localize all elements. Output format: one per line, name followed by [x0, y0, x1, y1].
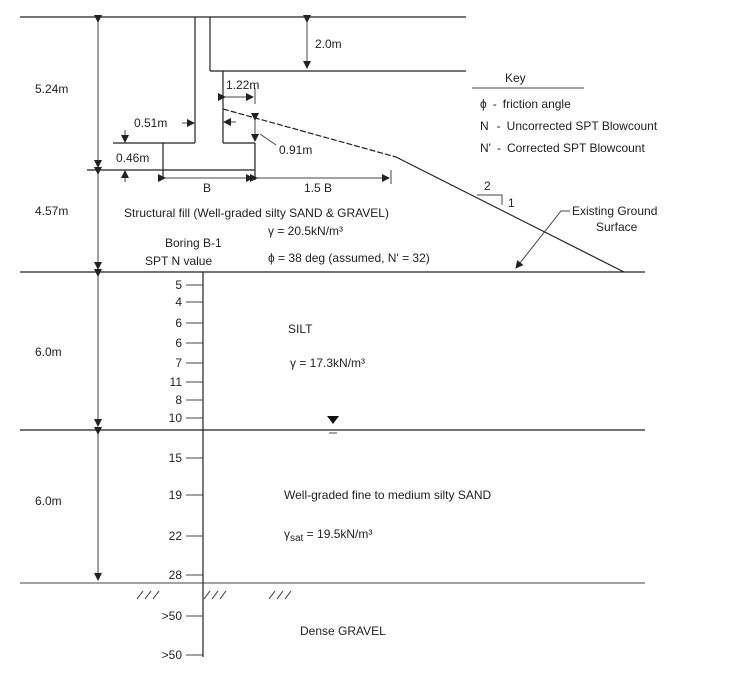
retaining-wall-footing: [20, 16, 466, 180]
spt-value: 28: [169, 568, 183, 582]
spt-value: 5: [175, 278, 182, 292]
slope-line: 2 1: [222, 108, 625, 273]
silt-gamma: γ = 17.3kN/m³: [290, 356, 365, 370]
spt-value: 6: [175, 316, 182, 330]
dim-footing-thickness: 0.46m: [116, 151, 149, 165]
dimensions: 2.0m 5.24m 1.22m 0.51m 0.46m 0.91m B 1.5…: [35, 15, 392, 581]
legend-key: Key ϕ-friction angle N-Uncorrected SPT B…: [472, 71, 658, 155]
spt-value: >50: [162, 648, 183, 662]
dim-silt-thickness: 6.0m: [35, 345, 62, 359]
key-title: Key: [505, 71, 526, 85]
dim-slope-offset: 0.91m: [279, 143, 312, 157]
key-item: N'-Corrected SPT Blowcount: [480, 141, 645, 155]
dim-slope-distance: 1.5 B: [304, 181, 332, 195]
silt-name: SILT: [288, 322, 313, 336]
dim-sand-thickness: 6.0m: [35, 494, 62, 508]
fill-gamma: γ = 20.5kN/m³: [268, 224, 343, 238]
spt-value: 10: [169, 411, 183, 425]
water-table-icon: [327, 416, 339, 434]
bedrock-hatch: [136, 590, 292, 600]
sand-name: Well-graded fine to medium silty SAND: [284, 488, 492, 502]
key-item: N-Uncorrected SPT Blowcount: [480, 119, 658, 133]
gravel-name: Dense GRAVEL: [300, 624, 386, 638]
slope-v: 1: [508, 196, 515, 210]
spt-value: >50: [162, 609, 183, 623]
dim-setback: 1.22m: [226, 78, 259, 92]
dim-footing-width: B: [203, 181, 211, 195]
existing-ground-label: Existing Ground: [572, 204, 657, 218]
spt-value: 7: [175, 356, 182, 370]
spt-value: 11: [170, 375, 183, 389]
slope-h: 2: [484, 179, 491, 193]
dim-stem-width: 0.51m: [134, 116, 167, 130]
boring-subtitle: SPT N value: [145, 254, 212, 268]
spt-values: 5 4 6 6 7 11 8 10 15 19 22 28 >50 >50: [162, 278, 203, 662]
fill-phi: ϕ = 38 deg (assumed, N' = 32): [268, 251, 430, 265]
existing-ground-label-2: Surface: [596, 220, 638, 234]
spt-value: 6: [175, 336, 182, 350]
boring-title: Boring B-1: [165, 236, 222, 250]
fill-name: Structural fill (Well-graded silty SAND …: [124, 206, 389, 220]
key-item: ϕ-friction angle: [480, 97, 571, 111]
dim-fill-thickness: 4.57m: [35, 204, 68, 218]
existing-ground-callout: Existing Ground Surface: [515, 204, 657, 269]
spt-value: 4: [175, 295, 182, 309]
dim-wall-depth: 2.0m: [315, 37, 342, 51]
spt-value: 15: [169, 451, 183, 465]
dim-height-total: 5.24m: [35, 82, 68, 96]
spt-value: 8: [175, 393, 182, 407]
spt-value: 22: [169, 529, 183, 543]
spt-value: 19: [169, 488, 183, 502]
sand-gamma: γsat = 19.5kN/m³: [284, 527, 372, 544]
